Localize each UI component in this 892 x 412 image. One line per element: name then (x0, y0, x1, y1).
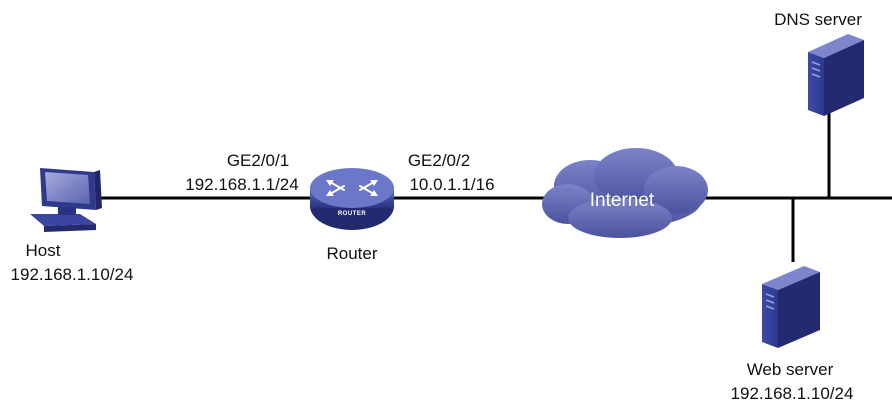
router-left-interface-ip: 192.168.1.1/24 (185, 175, 298, 194)
router-right-interface-ip: 10.0.1.1/16 (409, 175, 494, 194)
web-server-label: Web server (747, 360, 834, 379)
web-server-ip: 192.168.1.10/24 (731, 384, 854, 403)
internet-label: Internet (590, 190, 655, 211)
internet-cloud-icon (542, 148, 708, 238)
router-right-interface-name: GE2/0/2 (408, 151, 470, 170)
router-badge: ROUTER (338, 211, 367, 217)
router-icon: ROUTER (310, 168, 394, 230)
router-left-interface-name: GE2/0/1 (227, 151, 289, 170)
dns-server-label: DNS server (774, 10, 862, 29)
host-label: Host (26, 241, 61, 260)
host-computer-icon (30, 168, 102, 232)
host-ip: 192.168.1.10/24 (11, 265, 134, 284)
web-server-icon (762, 266, 820, 348)
dns-server-icon (808, 34, 864, 116)
links (100, 112, 892, 262)
router-label: Router (326, 244, 377, 263)
